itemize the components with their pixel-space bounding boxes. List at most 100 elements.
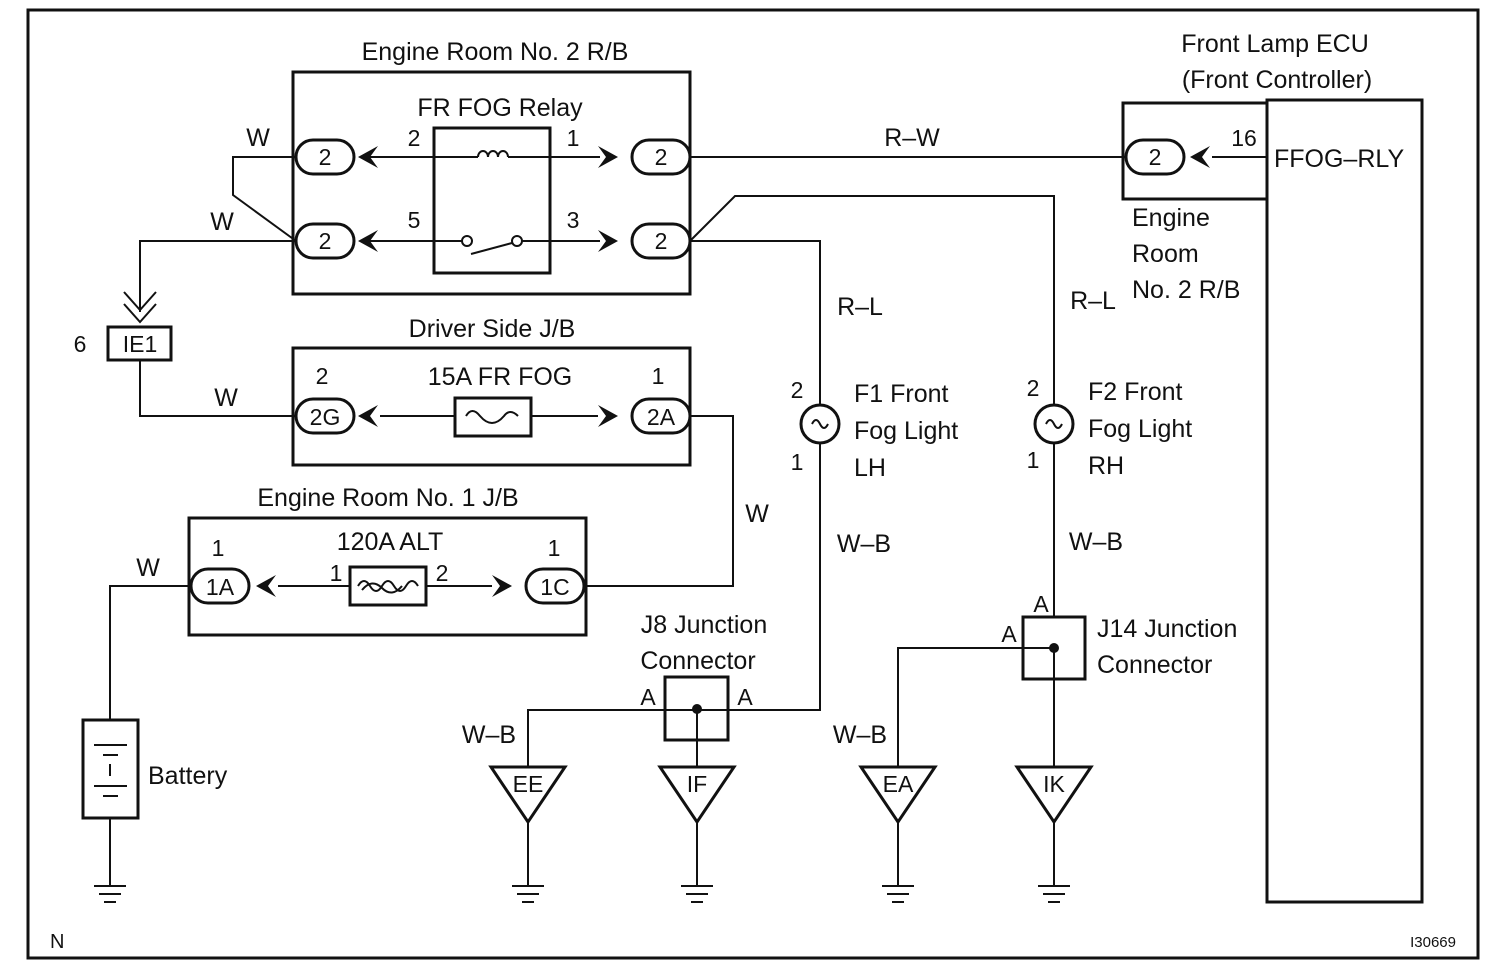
ecu-rb-line3: No. 2 R/B <box>1132 276 1240 304</box>
wire-wb-j14-to-ea <box>897 647 1023 767</box>
connector-2g: 2G <box>294 397 356 435</box>
ecu-rb-line1: Engine <box>1132 204 1210 232</box>
arrow-left-icon <box>358 230 378 252</box>
arrow-left-icon <box>358 405 378 427</box>
svg-text:EA: EA <box>883 771 914 797</box>
svg-text:2: 2 <box>655 228 668 254</box>
ecu-terminal-label: FFOG–RLY <box>1274 145 1404 173</box>
wire-w-to-ie1 <box>139 240 296 312</box>
svg-text:EE: EE <box>513 771 544 797</box>
arrow-left-icon <box>358 146 378 168</box>
j8-pin-a-right: A <box>737 684 753 710</box>
svg-text:2A: 2A <box>647 404 676 430</box>
connector-2-top-left: 2 <box>294 138 356 176</box>
fog-light-rh-icon <box>1033 403 1075 445</box>
fog-rh-pin-1: 1 <box>1027 447 1040 473</box>
wire-label-w: W <box>210 208 234 236</box>
svg-text:2: 2 <box>655 144 668 170</box>
engine-room-1-pin-left: 1 <box>212 535 225 561</box>
wire-label-wb: W–B <box>837 530 891 558</box>
svg-text:2G: 2G <box>310 404 341 430</box>
fog-lh-pin-1: 1 <box>791 449 804 475</box>
j14-line1: J14 Junction <box>1097 615 1237 643</box>
fuse-120a-pin-2: 2 <box>436 560 449 586</box>
ecu-box <box>1265 98 1424 904</box>
wire-label-rw: R–W <box>884 124 940 152</box>
svg-text:IF: IF <box>687 771 707 797</box>
relay-pin-1: 1 <box>567 125 580 151</box>
wire-label-wb: W–B <box>833 721 887 749</box>
wire-w-relay-cross <box>232 156 297 242</box>
wire-wb-j8-to-ee <box>527 709 665 767</box>
ground-point-if: IF <box>657 765 737 903</box>
j8-line1: J8 Junction <box>641 611 767 639</box>
arrow-right-icon <box>598 146 618 168</box>
ecu-rb-line2: Room <box>1132 240 1199 268</box>
fog-rh-line1: F2 Front <box>1088 378 1183 406</box>
wire-rl-to-fog-lh <box>690 240 821 406</box>
wire-label-wb: W–B <box>1069 528 1123 556</box>
ground-point-ik: IK <box>1014 765 1094 903</box>
fog-lh-line2: Fog Light <box>854 417 958 445</box>
wire-label-w: W <box>246 124 270 152</box>
ecu-connector-box <box>1121 101 1269 201</box>
svg-text:2: 2 <box>319 144 332 170</box>
ground-point-ee: EE <box>488 765 568 903</box>
connector-2a: 2A <box>630 397 692 435</box>
fuse-120a-pin-1: 1 <box>330 560 343 586</box>
arrow-right-icon <box>598 405 618 427</box>
battery-icon <box>81 718 140 820</box>
engine-room-2-box <box>291 70 692 296</box>
driver-jb-fuse-label: 15A FR FOG <box>428 363 572 391</box>
driver-jb-box <box>291 346 692 467</box>
relay-pin-3: 3 <box>567 207 580 233</box>
j8-line2: Connector <box>640 647 755 675</box>
relay-coil-icon <box>360 150 600 158</box>
j8-pin-a-left: A <box>640 684 656 710</box>
fusible-link-120a-icon <box>348 565 428 607</box>
svg-text:IE1: IE1 <box>123 331 158 357</box>
fog-rh-line2: Fog Light <box>1088 415 1192 443</box>
arrow-right-icon <box>598 230 618 252</box>
ecu-connector-2: 2 <box>1124 138 1186 176</box>
svg-text:1C: 1C <box>540 574 569 600</box>
footer-figure-id: I30669 <box>1410 934 1456 951</box>
wire-label-rl: R–L <box>837 293 883 321</box>
driver-jb-pin-right: 1 <box>652 363 665 389</box>
relay-pin-2: 2 <box>408 125 421 151</box>
wire-w-ie1-to-2g <box>139 360 296 417</box>
driver-jb-pin-left: 2 <box>316 363 329 389</box>
battery-label: Battery <box>148 762 228 790</box>
engine-room-1-pin-right: 1 <box>548 535 561 561</box>
svg-text:2: 2 <box>319 228 332 254</box>
j14-line2: Connector <box>1097 651 1212 679</box>
arrow-left-icon <box>256 575 276 597</box>
ecu-subtitle: (Front Controller) <box>1182 66 1372 94</box>
engine-room-1-title: Engine Room No. 1 J/B <box>257 484 518 512</box>
wire-label-w: W <box>745 500 769 528</box>
ecu-pin-16: 16 <box>1231 125 1257 151</box>
connector-1c: 1C <box>524 567 586 605</box>
wire-wb-lh <box>728 443 821 711</box>
engine-room-2-title: Engine Room No. 2 R/B <box>362 38 629 66</box>
diagram-frame <box>26 8 1480 960</box>
j14-pin-a-top: A <box>1033 591 1049 617</box>
fog-lh-line1: F1 Front <box>854 380 949 408</box>
driver-jb-title: Driver Side J/B <box>409 315 576 343</box>
arrow-right-icon <box>492 575 512 597</box>
connector-1a: 1A <box>189 567 251 605</box>
relay-box <box>432 126 552 275</box>
fog-rh-pin-2: 2 <box>1027 375 1040 401</box>
wire-label-rl: R–L <box>1070 287 1116 315</box>
engine-room-1-box <box>187 516 588 637</box>
wire-w-2a-to-1c <box>583 415 734 587</box>
engine-room-1-fuse-label: 120A ALT <box>337 528 444 556</box>
fuse-15a-icon <box>453 396 533 438</box>
svg-text:IK: IK <box>1043 771 1065 797</box>
relay-switch-icon <box>360 235 600 255</box>
wire-rl-to-fog-rh <box>689 195 1055 406</box>
svg-text:2: 2 <box>1149 144 1162 170</box>
ground-icon <box>94 885 126 903</box>
connector-2-bottom-right: 2 <box>630 222 692 260</box>
